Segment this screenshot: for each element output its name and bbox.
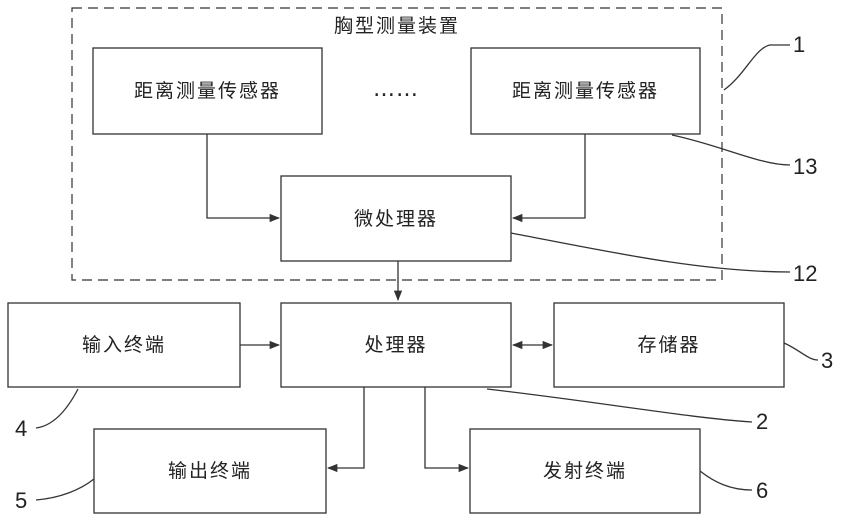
leader-line-1 [724,45,790,90]
processor-label: 处理器 [364,334,427,356]
leader-line-2 [487,389,752,422]
leader-line-4 [36,389,78,428]
transmit-terminal-label: 发射终端 [543,460,627,482]
memory-label: 存储器 [637,334,700,356]
sensor-ellipsis: …… [373,77,419,102]
sensor-right-to-microprocessor-arrow [513,134,585,218]
input-terminal-label: 输入终端 [82,334,166,356]
device-group-title: 胸型测量装置 [334,15,460,37]
reference-number-2: 2 [756,409,768,434]
processor-to-output-arrow [328,387,364,468]
sensor-left-to-microprocessor-arrow [207,134,279,218]
reference-number-1: 1 [793,32,805,57]
sensor-right-label: 距离测量传感器 [512,80,659,102]
leader-line-12 [511,233,790,272]
reference-number-4: 4 [15,416,27,441]
reference-number-5: 5 [15,488,27,513]
microprocessor-label: 微处理器 [354,208,438,230]
reference-number-3: 3 [821,348,833,373]
reference-number-6: 6 [756,478,768,503]
processor-to-transmit-arrow [425,387,468,468]
reference-number-13: 13 [793,154,817,179]
leader-line-3 [784,343,818,360]
output-terminal-label: 输出终端 [168,460,252,482]
sensor-left-label: 距离测量传感器 [134,80,281,102]
leader-line-6 [700,471,752,490]
leader-line-5 [36,479,94,500]
leader-line-13 [672,135,790,165]
reference-number-12: 12 [793,261,817,286]
